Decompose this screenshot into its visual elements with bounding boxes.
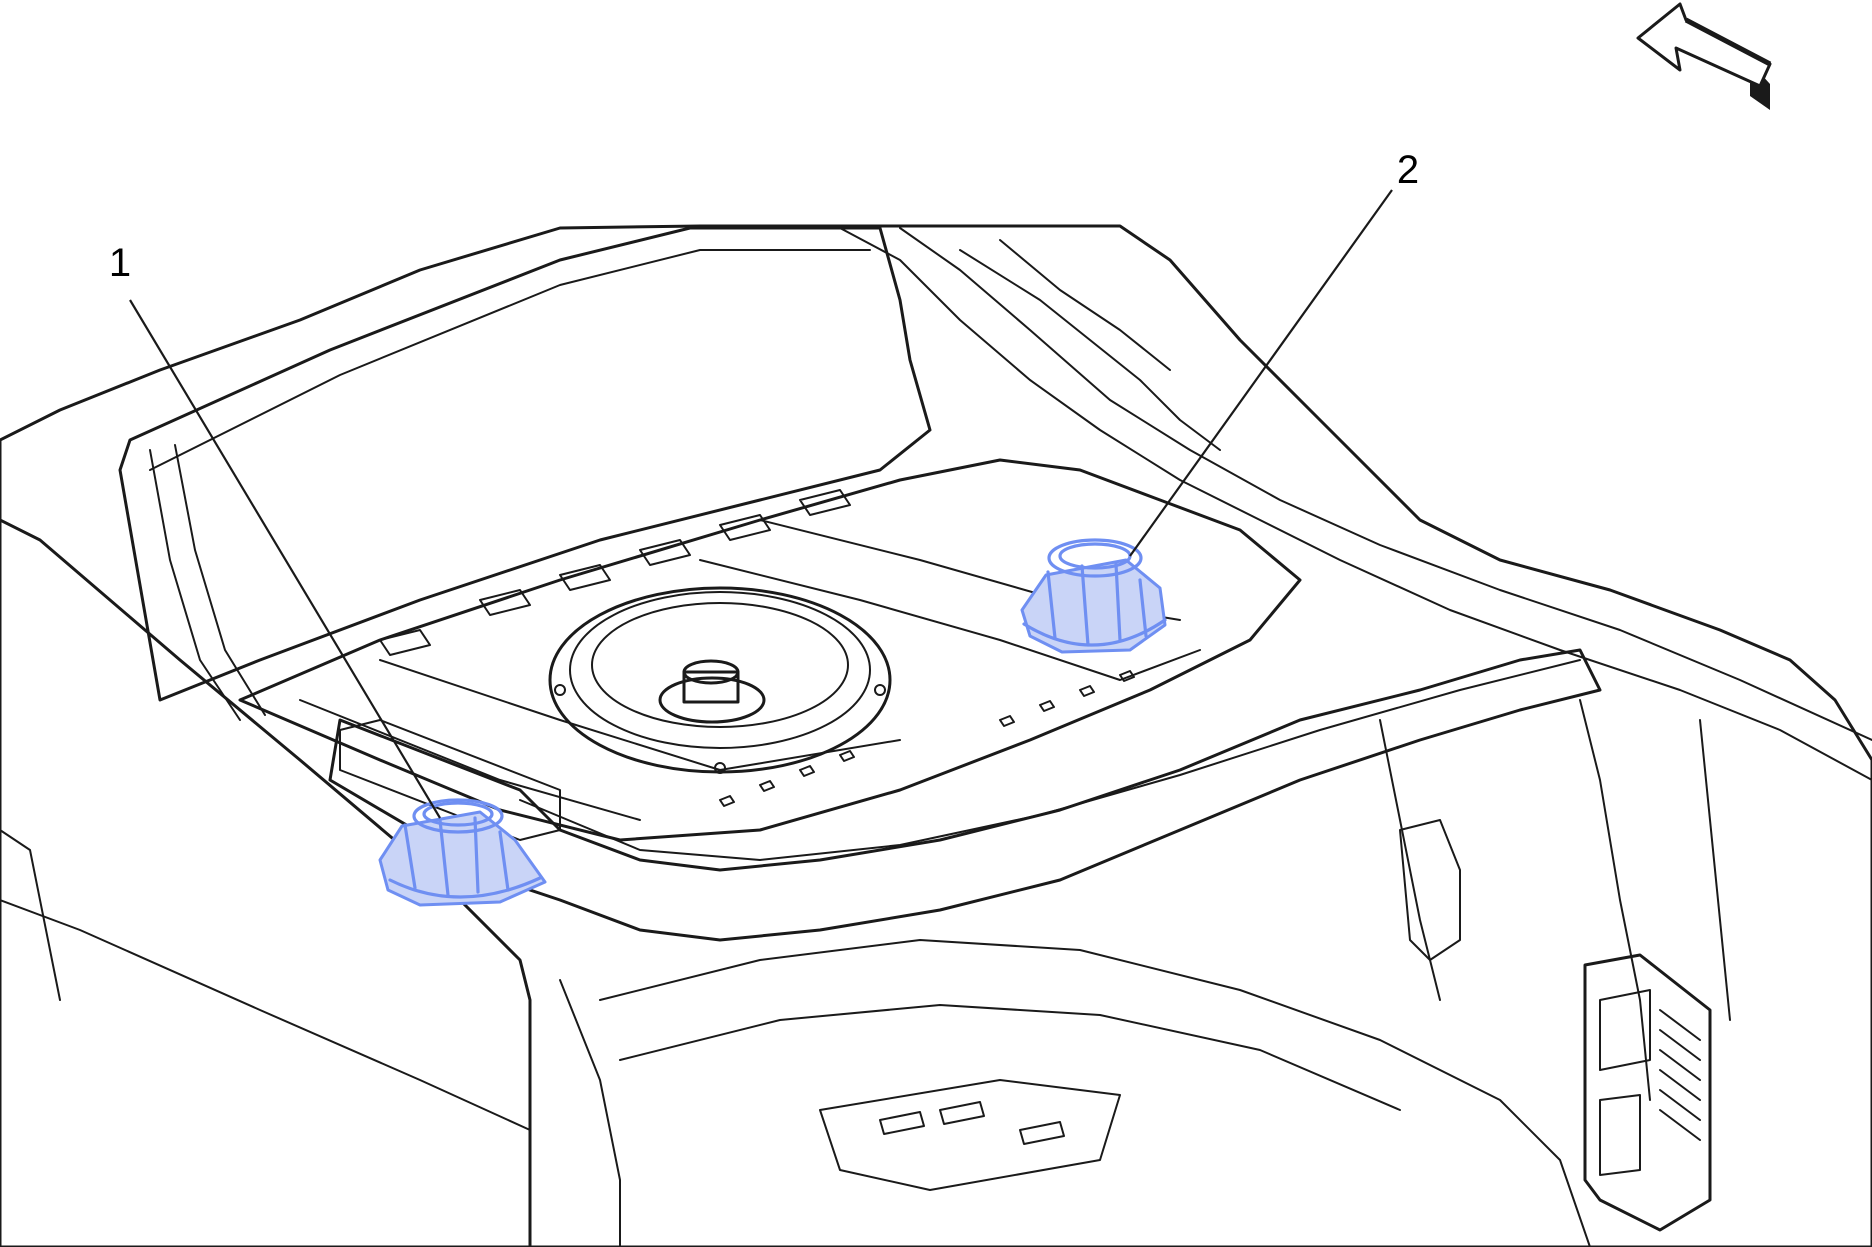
speaker-1-flange — [378, 810, 547, 907]
speaker-1-basket — [403, 816, 510, 897]
subwoofer-magnet — [682, 670, 740, 704]
shelf-slots — [379, 489, 851, 656]
left-quarter-panel — [0, 518, 532, 1247]
highlighted-speaker-2 — [1020, 538, 1167, 654]
subwoofer-magnet-top — [682, 659, 740, 685]
front-direction-arrow-icon — [1636, 2, 1772, 110]
arrow-body — [1636, 2, 1772, 88]
speaker-2-rim — [1047, 538, 1143, 578]
trunk-right-wall — [1379, 719, 1441, 1001]
rear-window-opening — [118, 226, 932, 702]
subwoofer-outer-ring — [548, 586, 892, 774]
right-inner-panel-2 — [1699, 719, 1731, 1021]
subwoofer-bolt-1 — [554, 684, 566, 696]
subwoofer-bolt-3 — [874, 684, 886, 696]
speaker-1-base-ring — [388, 876, 542, 899]
callout-2-label: 2 — [1397, 148, 1419, 192]
trunk-left-wall — [559, 979, 621, 1247]
right-hinge-area — [959, 249, 1221, 451]
subwoofer-bolt-2 — [714, 762, 726, 774]
cross-member-lip — [519, 659, 1581, 861]
control-module — [1583, 953, 1712, 1232]
vehicle-rear-body — [0, 224, 1872, 1247]
trunk-floor-panel — [819, 1079, 1121, 1191]
body-silhouette — [0, 224, 1872, 1247]
left-quarter-line — [0, 899, 531, 1131]
trunk-floor-slots — [879, 1101, 1065, 1145]
control-module-face — [1599, 989, 1651, 1071]
highlighted-speaker-1 — [378, 798, 547, 907]
rear-cross-member — [328, 648, 1602, 942]
shelf-rail-1 — [299, 699, 641, 821]
subwoofer-inner-ring — [569, 591, 871, 749]
left-mount-bracket — [339, 719, 561, 841]
trunk-floor — [599, 939, 1591, 1247]
callout-1-label: 1 — [109, 241, 131, 285]
c-pillar-left-edge-2 — [174, 444, 266, 716]
subwoofer-magnet-base — [658, 676, 766, 724]
speaker-1-rim — [412, 798, 504, 834]
right-inner-panel — [1579, 699, 1651, 1101]
left-taillight-cut — [0, 829, 61, 1001]
speaker-2-flange — [1020, 558, 1167, 654]
right-hinge-area-2 — [999, 239, 1171, 371]
callout-1: 1 — [109, 241, 441, 819]
control-module-connector — [1599, 1094, 1641, 1176]
speaker-2-basket — [1046, 562, 1148, 647]
rear-window-inner — [149, 249, 871, 471]
shelf-holes-row — [719, 670, 1135, 807]
leader-line-1 — [129, 299, 441, 819]
shelf-rail-3 — [699, 559, 1201, 681]
right-wheelhouse — [1399, 819, 1461, 961]
center-subwoofer — [548, 586, 892, 774]
right-trunk-gutter — [839, 227, 1872, 781]
callout-2: 2 — [1129, 148, 1419, 557]
speaker-1-rim-inner — [422, 801, 494, 827]
shelf-rail-2 — [379, 659, 901, 771]
leader-line-2 — [1129, 189, 1393, 557]
subwoofer-cone — [591, 602, 849, 728]
right-trunk-gutter-2 — [899, 227, 1872, 741]
trunk-floor-2 — [619, 1004, 1401, 1111]
speaker-2-base-ring — [1022, 618, 1167, 647]
c-pillar-left-edge — [149, 449, 241, 721]
arrow-shadow-edge — [1684, 17, 1772, 67]
control-module-body — [1583, 953, 1712, 1232]
control-module-fins — [1659, 1009, 1701, 1141]
